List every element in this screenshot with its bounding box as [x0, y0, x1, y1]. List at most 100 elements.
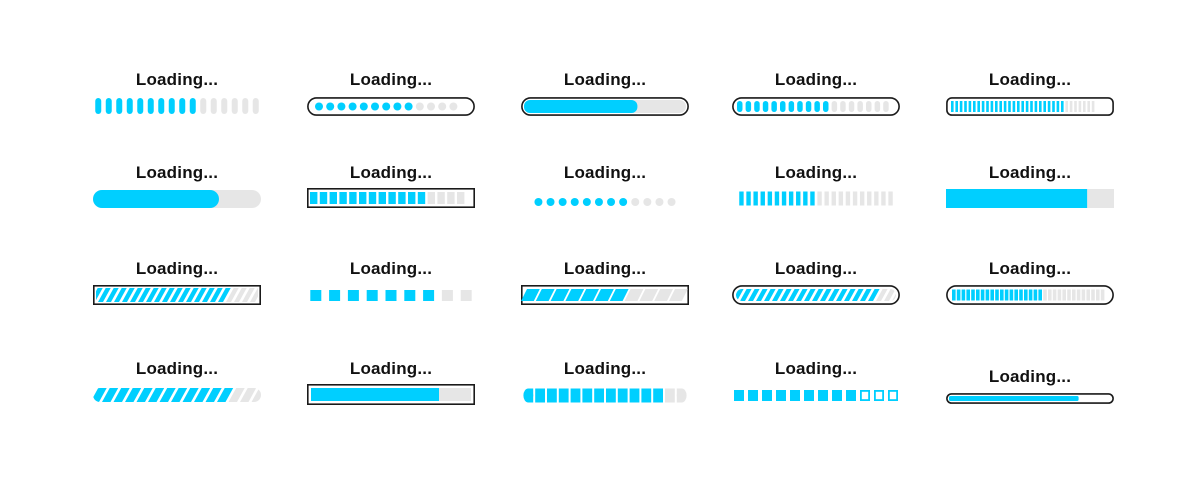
loading-label: Loading... [349, 359, 433, 378]
progress-segment-filled [780, 101, 786, 112]
progress-segment-filled [1056, 101, 1060, 112]
progress-segment-filled [347, 290, 359, 301]
loading-label: Loading... [563, 259, 647, 278]
progress-segment-empty [873, 390, 884, 401]
progress-stripe-filled [146, 288, 159, 302]
progress-segment-filled [619, 198, 628, 206]
progress-stripe-filled [170, 288, 183, 302]
progress-bar-graphic [521, 285, 689, 305]
progress-segment-filled [1009, 289, 1014, 301]
progress-segment-filled [762, 390, 772, 401]
progress-stripe-filled [171, 388, 188, 402]
progress-stripes [736, 289, 896, 301]
progress-stripe-filled [788, 289, 800, 301]
progress-bar [946, 97, 1114, 116]
progress-segment-empty [1081, 289, 1086, 301]
progress-segment-filled [977, 101, 980, 112]
progress-segment-filled [580, 289, 599, 301]
progress-segment-filled [158, 98, 165, 114]
progress-segment-filled [981, 101, 985, 112]
progress-segment-filled [404, 102, 413, 111]
progress-segment-filled [796, 191, 801, 206]
progress-segment-empty [210, 98, 217, 114]
progress-segment-filled [995, 289, 999, 301]
progress-stripe-filled [136, 388, 153, 402]
progress-stripe-filled [796, 289, 808, 301]
progress-segment-filled [1038, 289, 1042, 301]
progress-segment-filled [382, 102, 391, 111]
progress-segment-empty [1065, 101, 1068, 112]
progress-segment-filled [966, 289, 970, 301]
progress-segment-filled [535, 388, 545, 403]
progress-segment-filled [521, 289, 540, 301]
progress-bar [93, 388, 261, 402]
loading-label: Loading... [774, 259, 858, 278]
progress-segment-filled [558, 198, 567, 206]
progress-stripe-filled [194, 388, 211, 402]
progress-stripe-filled [114, 288, 127, 302]
progress-segment-filled [558, 388, 569, 403]
progress-segment-empty [669, 289, 688, 301]
progress-segment-filled [1039, 101, 1042, 112]
progress-bar [307, 384, 475, 405]
progress-segment-filled [582, 198, 591, 206]
progress-segment-empty [1069, 101, 1073, 112]
progress-bar [732, 97, 900, 116]
progress-segment-filled [805, 101, 812, 112]
progress-segment-empty [848, 101, 855, 112]
progress-segment-empty [427, 192, 435, 204]
progress-segment-filled [359, 192, 367, 204]
progress-bar-graphic [946, 285, 1114, 305]
progress-segment-filled [1034, 101, 1038, 112]
progress-segment-filled [385, 290, 397, 301]
loading-label: Loading... [774, 163, 858, 182]
progress-stripe-empty [226, 288, 239, 302]
progress-segment-empty [427, 102, 435, 111]
progress-segment-empty [1096, 289, 1100, 301]
progress-segment-filled [767, 191, 773, 206]
progress-segment-filled [329, 290, 341, 301]
progress-stripe-filled [772, 289, 784, 301]
progress-segment-empty [1074, 101, 1077, 112]
progress-segment-empty [1048, 289, 1052, 301]
progress-segment-filled [1025, 101, 1029, 112]
loading-label: Loading... [349, 70, 433, 89]
progress-bar-graphic [95, 98, 259, 114]
progress-segment-empty [457, 192, 465, 204]
progress-stripe-empty [876, 289, 888, 301]
progress-segment-filled [653, 388, 663, 403]
progress-stripe-filled [138, 288, 151, 302]
progress-segment-filled [955, 101, 958, 112]
progress-bar-graphic [946, 393, 1114, 404]
progress-track-outline [307, 97, 475, 116]
progress-segment-filled [378, 192, 386, 204]
progress-segment-filled [952, 289, 956, 301]
progress-segment-filled [570, 198, 579, 206]
progress-bar-graphic [739, 191, 893, 206]
progress-stripe-filled [202, 288, 215, 302]
progress-segment-filled [565, 289, 585, 301]
progress-stripe-filled [217, 388, 234, 402]
progress-segment-filled [606, 388, 616, 403]
progress-segment-empty [1043, 289, 1047, 301]
progress-segment-filled [771, 101, 777, 112]
progress-bar [521, 194, 689, 206]
progress-segment-empty [883, 101, 889, 112]
progress-segment-filled [846, 390, 856, 401]
progress-segment-empty [1062, 289, 1066, 301]
progress-bar [307, 289, 475, 302]
progress-segment-filled [388, 192, 396, 204]
progress-bar-graphic [307, 188, 475, 208]
progress-segment-empty [859, 191, 865, 206]
progress-segment-filled [797, 101, 803, 112]
progress-segment-filled [594, 388, 604, 403]
progress-segment-filled [804, 390, 814, 401]
progress-stripe-filled [113, 388, 130, 402]
progress-bar [93, 190, 261, 208]
loading-label: Loading... [988, 259, 1072, 278]
progress-track-outline [946, 97, 1114, 116]
progress-stripe-filled [125, 388, 142, 402]
progress-stripe-empty [240, 388, 257, 402]
progress-segment-filled [737, 101, 743, 112]
progress-segment-filled [961, 289, 966, 301]
